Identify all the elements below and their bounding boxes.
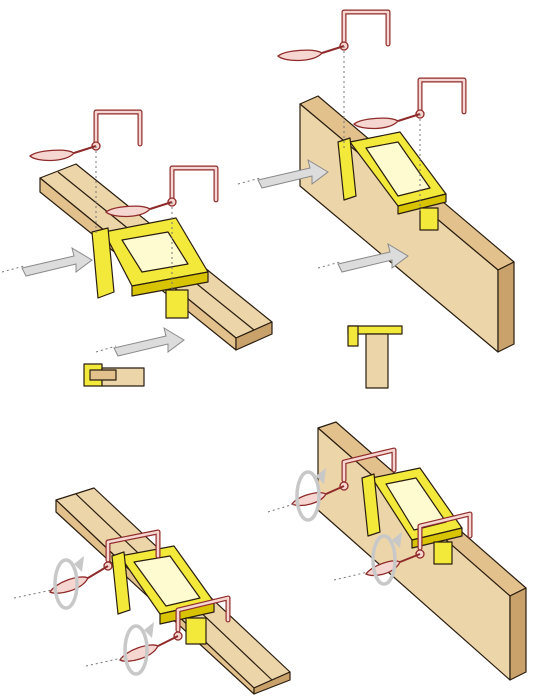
panel-horizontal-board-clamped	[13, 487, 291, 695]
clamp-upper	[30, 112, 140, 236]
push-arrow-bottom	[95, 327, 185, 357]
clamp-lower	[106, 168, 216, 292]
clamp-upper	[278, 12, 388, 150]
clamp-upper	[13, 529, 161, 610]
detail-lap-joint-profile	[83, 363, 145, 387]
board	[299, 95, 515, 353]
clamp-lower	[354, 80, 464, 212]
push-arrow-left	[1, 247, 93, 277]
clamp-upper	[267, 447, 397, 522]
push-arrow-upper	[237, 159, 329, 189]
panel-vertical-board-push	[237, 12, 515, 353]
push-arrow-lower	[317, 243, 409, 273]
clamp-lower	[85, 595, 231, 676]
router-jig	[337, 131, 447, 231]
clamp-lower	[333, 511, 473, 586]
panel-horizontal-board-push	[1, 112, 273, 357]
panel-vertical-board-clamped	[267, 421, 527, 681]
detail-tee-joint-profile	[347, 325, 403, 389]
router-jig	[111, 545, 215, 645]
